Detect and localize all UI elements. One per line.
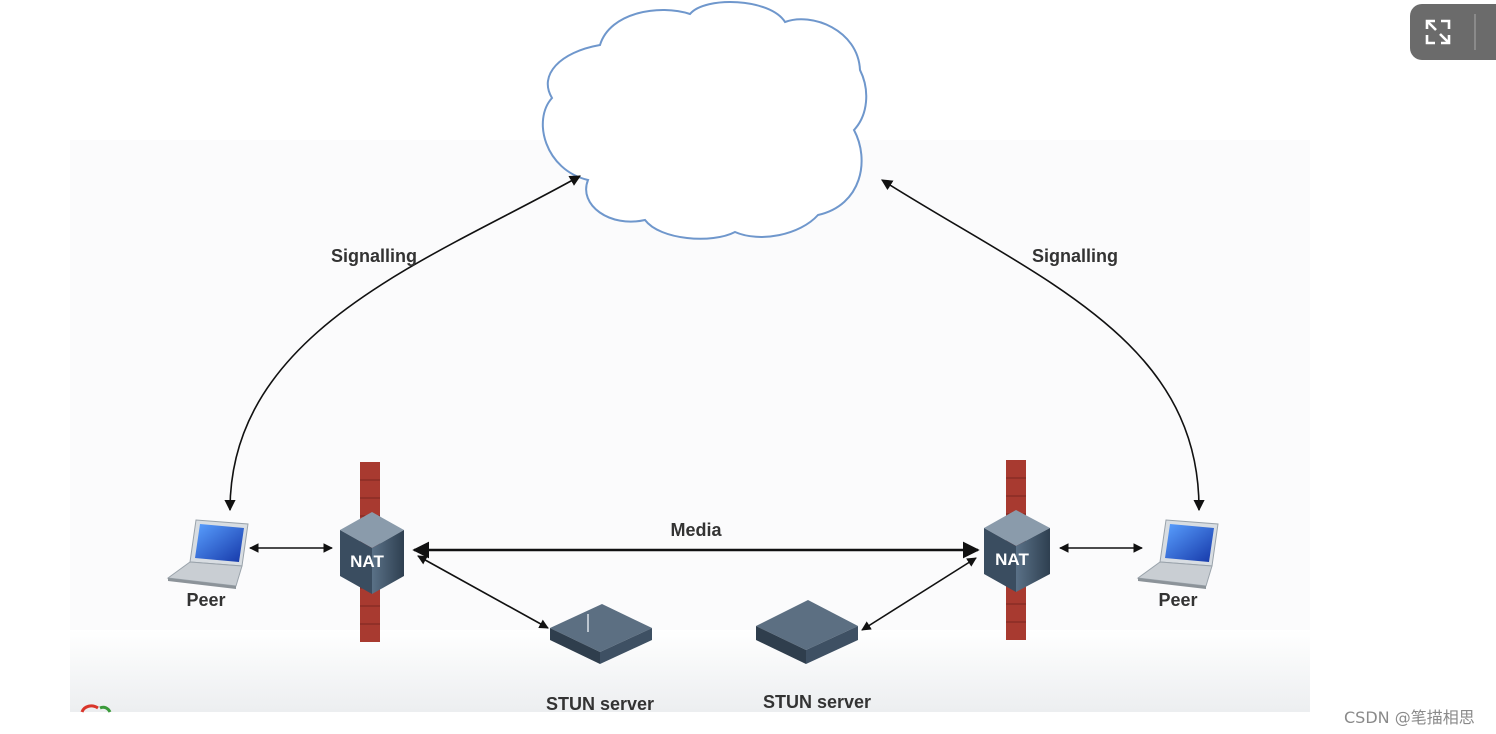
watermark: CSDN @笔描相思: [1344, 708, 1475, 727]
signalling-label-right: Signalling: [1032, 246, 1118, 266]
peer-label-left: Peer: [186, 590, 225, 610]
laptop-icon-right: [1136, 519, 1219, 589]
peer-label-right: Peer: [1158, 590, 1197, 610]
fullscreen-button[interactable]: [1410, 4, 1496, 60]
nat-device-right: NAT: [984, 510, 1050, 592]
signalling-arrow-right: [881, 179, 1205, 512]
nat-label-left: NAT: [350, 552, 384, 571]
laptop-icon-left: [166, 519, 249, 589]
signalling-label-left: Signalling: [331, 246, 417, 266]
stun-server-right: [756, 600, 858, 664]
media-label: Media: [670, 520, 722, 540]
stun-label-left: STUN server: [546, 694, 654, 714]
nat-device-left: NAT: [340, 512, 404, 594]
nat-stun-arrow-right: [861, 557, 977, 631]
nat-label-right: NAT: [995, 550, 1029, 569]
slide-logo: [80, 704, 112, 713]
stun-server-left: [550, 604, 652, 664]
slide-floor: [70, 630, 1310, 712]
nat-stun-arrow-left: [417, 555, 549, 629]
signalling-arrow-left: [224, 175, 581, 512]
cloud-shape: [541, 1, 868, 240]
stun-label-right: STUN server: [763, 692, 871, 712]
button-divider: [1474, 14, 1476, 50]
expand-icon: [1425, 19, 1451, 45]
